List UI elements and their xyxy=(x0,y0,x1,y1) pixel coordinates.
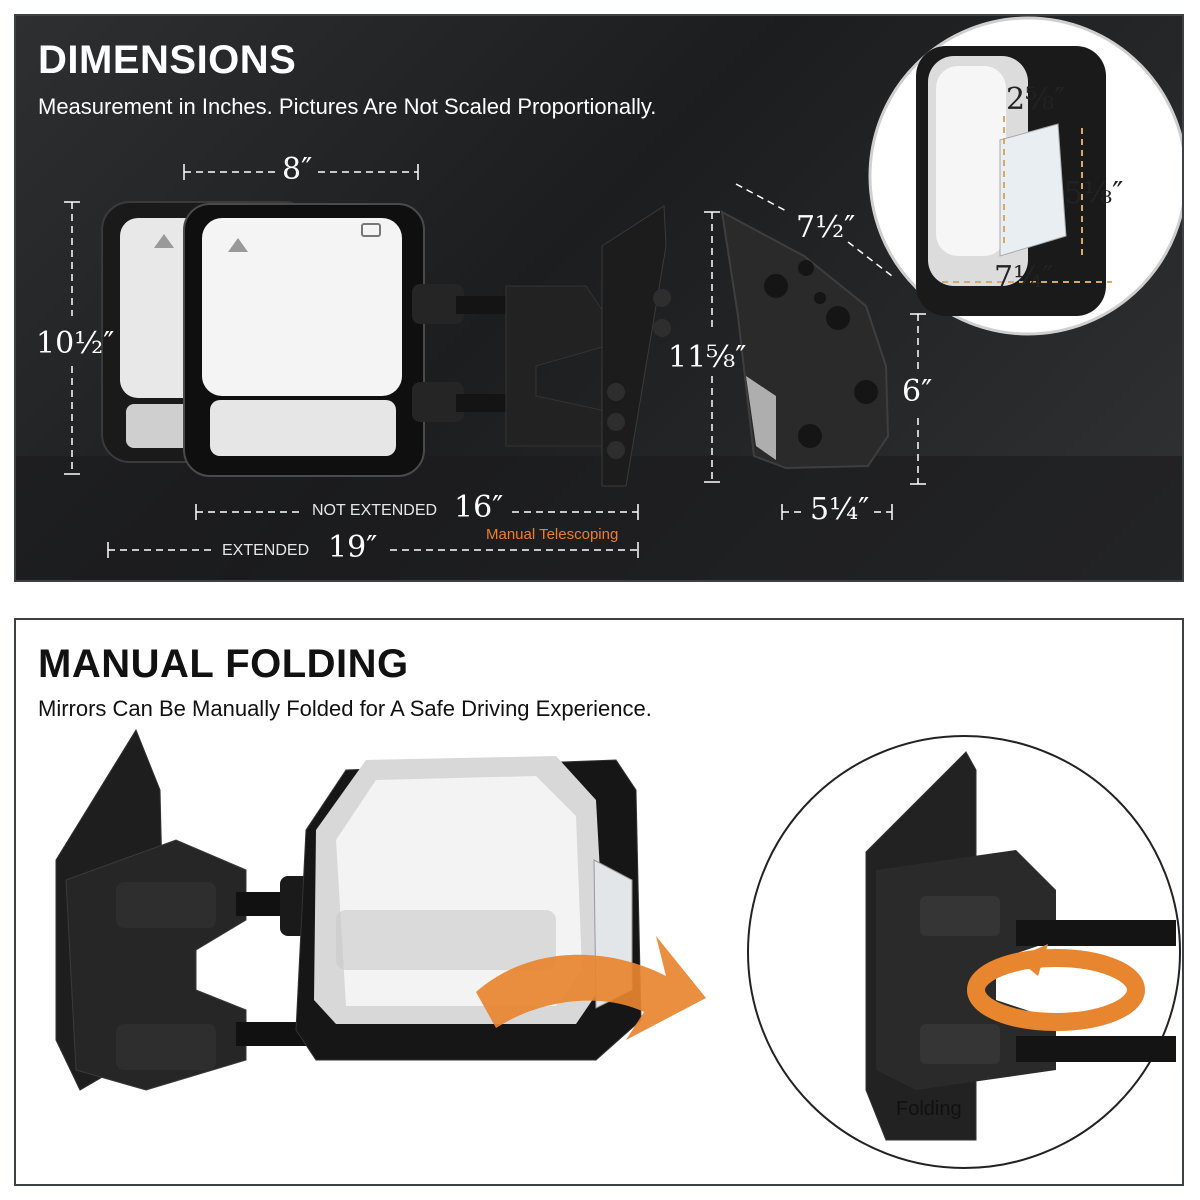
front-mirror-image xyxy=(183,203,425,477)
inset-right-label: 5⅛″ xyxy=(1064,176,1124,211)
width-label: 8″ xyxy=(282,152,313,187)
extended-label: EXTENDED xyxy=(222,542,310,559)
dimension-guides xyxy=(64,164,926,558)
telescoping-note: Manual Telescoping xyxy=(486,526,619,543)
section-subtitle: Measurement in Inches. Pictures Are Not … xyxy=(38,94,657,119)
telescoping-arms xyxy=(412,205,671,487)
dimensions-illustration xyxy=(16,16,1182,580)
not-extended-value: 16″ xyxy=(454,490,504,525)
folding-caption: Folding xyxy=(896,1098,962,1120)
height-label: 10½″ xyxy=(36,326,115,361)
inset-closeup-image xyxy=(868,16,1182,336)
extended-value: 19″ xyxy=(328,530,378,565)
dimensions-panel: DIMENSIONS Measurement in Inches. Pictur… xyxy=(14,14,1184,582)
side-height-label: 11⅝″ xyxy=(668,340,747,375)
section-subtitle: Mirrors Can Be Manually Folded for A Saf… xyxy=(38,696,652,721)
inset-bottom-label: 7¼″ xyxy=(994,260,1054,295)
side-view-image xyxy=(720,210,890,470)
side-diagonal-label: 7½″ xyxy=(796,210,856,245)
section-title: DIMENSIONS xyxy=(38,38,297,82)
folding-illustration xyxy=(55,728,1181,1169)
side-right-label: 6″ xyxy=(902,374,933,409)
inset-top-label: 2⅝″ xyxy=(1006,82,1066,117)
folding-mirror-image xyxy=(55,728,642,1091)
section-title: MANUAL FOLDING xyxy=(38,642,409,686)
folding-panel: MANUAL FOLDING Mirrors Can Be Manually F… xyxy=(14,618,1184,1186)
folding-closeup-image xyxy=(747,735,1181,1169)
fold-arrow-icon xyxy=(476,936,706,1040)
not-extended-label: NOT EXTENDED xyxy=(312,502,438,519)
side-bottom-label: 5¼″ xyxy=(810,492,870,527)
